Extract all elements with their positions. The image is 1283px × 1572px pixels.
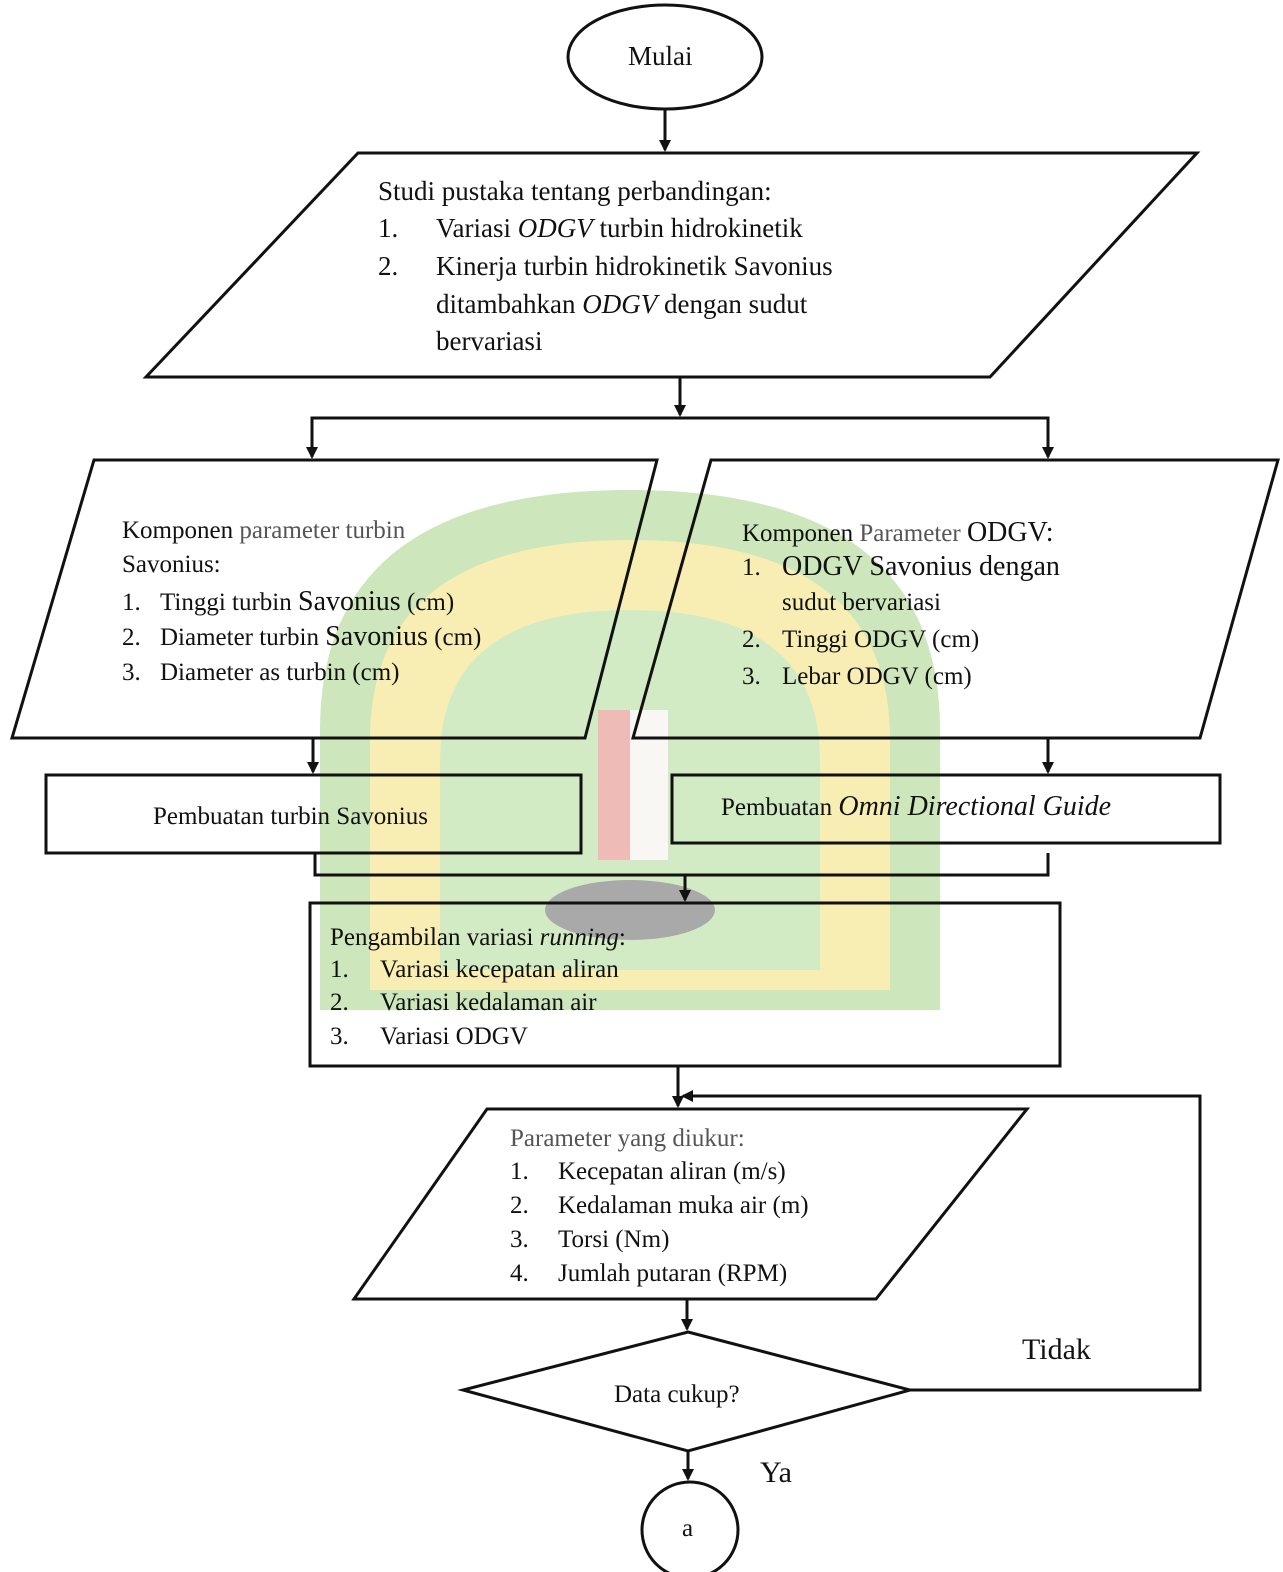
running-item-2: 2.Variasi kedalaman air	[330, 989, 597, 1016]
start-label: Mulai	[628, 41, 693, 71]
literature-item-2-cont2: bervariasi	[436, 326, 543, 356]
running-item-3: 3.Variasi ODGV	[330, 1023, 528, 1050]
odgv-param-1: 1.ODGV Savonius dengan	[742, 551, 1060, 582]
measured-item-1: 1.Kecepatan aliran (m/s)	[510, 1158, 786, 1185]
savonius-params-title: Komponen parameter turbin	[122, 517, 406, 544]
make-odgv-label: Pembuatan Omni Directional Guide	[721, 791, 1112, 822]
odgv-params-box	[631, 458, 1280, 740]
literature-box	[142, 151, 1201, 379]
measured-item-2: 2.Kedalaman muka air (m)	[510, 1192, 809, 1219]
savonius-param-3: 3.Diameter as turbin (cm)	[122, 659, 400, 686]
line-make-savonius-merge	[313, 853, 685, 877]
savonius-param-1: 1.Tinggi turbin Savonius (cm)	[122, 586, 455, 617]
end-connector	[640, 1480, 740, 1572]
literature-item-1: 1.Variasi ODGV turbin hidrokinetik	[378, 213, 803, 243]
make-savonius-label: Pembuatan turbin Savonius	[153, 803, 428, 830]
savonius-param-2: 2.Diameter turbin Savonius (cm)	[122, 621, 482, 652]
odgv-params-title: Komponen Parameter ODGV:	[742, 517, 1054, 548]
measured-item-3: 3.Torsi (Nm)	[510, 1226, 670, 1253]
savonius-params-title-2: Savonius:	[122, 551, 221, 578]
odgv-param-2: 2.Tinggi ODGV (cm)	[742, 626, 980, 653]
yes-label: Ya	[760, 1456, 792, 1489]
odgv-param-3: 3.Lebar ODGV (cm)	[742, 663, 972, 690]
arrow-split-left	[306, 416, 680, 459]
measured-item-4: 4.Jumlah putaran (RPM)	[510, 1260, 788, 1287]
running-title: Pengambilan variasi running:	[330, 924, 626, 951]
arrow-split-right	[680, 416, 1054, 459]
savonius-params-box	[9, 458, 659, 740]
decision-label: Data cukup?	[614, 1381, 740, 1408]
running-item-1: 1.Variasi kecepatan aliran	[330, 956, 619, 983]
no-label: Tidak	[1022, 1333, 1091, 1366]
odgv-param-1-cont: sudut bervariasi	[782, 589, 941, 616]
literature-item-2: 2.Kinerja turbin hidrokinetik Savonius	[378, 251, 833, 281]
literature-title: Studi pustaka tentang perbandingan:	[378, 176, 772, 206]
end-label: a	[682, 1515, 694, 1542]
line-make-odgv-merge	[685, 853, 1050, 877]
measured-box	[351, 1107, 1031, 1301]
watermark-logo-icon	[320, 490, 940, 1010]
make-odgv-box	[670, 773, 1222, 845]
literature-item-2-cont: ditambahkan ODGV dengan sudut	[436, 289, 808, 319]
measured-title: Parameter yang diukur:	[510, 1125, 745, 1152]
arrow-no-loop	[681, 1090, 1202, 1392]
running-box	[308, 901, 1062, 1068]
